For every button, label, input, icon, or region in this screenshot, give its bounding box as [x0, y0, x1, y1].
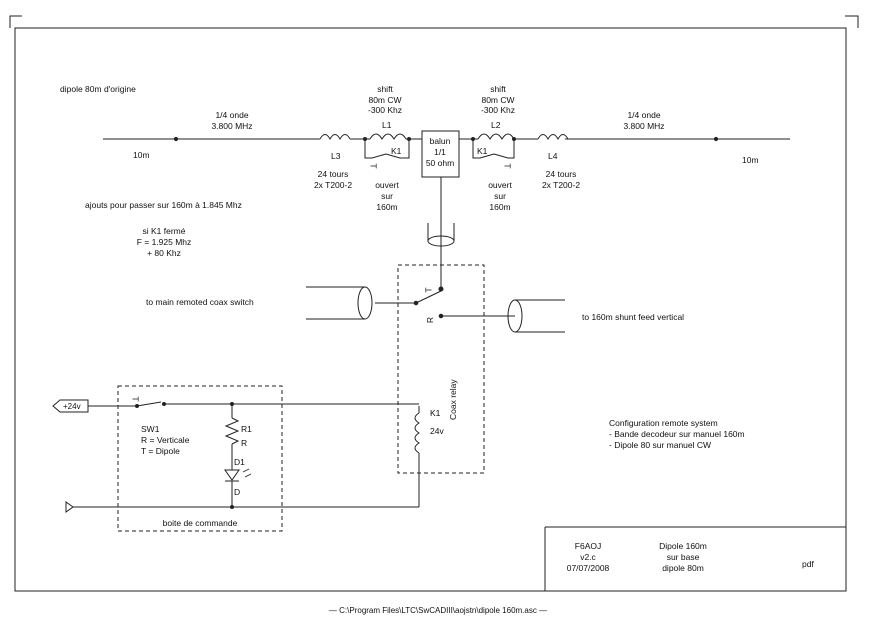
open-right-line1: ouvert — [488, 180, 512, 190]
relay-contact-T: T — [423, 287, 434, 293]
r-label: R — [241, 438, 248, 448]
resistor-R1 — [224, 417, 240, 445]
k1-right-bypass — [472, 139, 515, 159]
balun-line1: balun — [429, 136, 451, 146]
coax-feed-symbol — [427, 223, 455, 247]
coil-left-line2: 2x T200-2 — [313, 180, 353, 190]
right-wire-freq: 3.800 MHz — [623, 121, 665, 131]
sheet-border — [14, 27, 847, 592]
config-line3: - Dipole 80 sur manuel CW — [609, 440, 712, 450]
open-left-line1: ouvert — [375, 180, 399, 190]
coax-left-label: to main remoted coax switch — [146, 297, 254, 307]
additions-note: ajouts pour passer sur 160m à 1.845 Mhz — [85, 200, 242, 210]
right-shift-line2: -300 Khz — [480, 105, 516, 115]
open-right-line3: 160m — [489, 202, 511, 212]
r1-label: R1 — [241, 424, 252, 434]
label-L2: L2 — [491, 120, 501, 130]
title-line2: sur base — [666, 552, 700, 562]
d1-label: D1 — [234, 457, 245, 467]
config-line1: Configuration remote system — [609, 418, 718, 428]
relay-contact-R: R — [425, 316, 436, 324]
antenna-title: dipole 80m d'origine — [60, 84, 136, 94]
config-line2: - Bande decodeur sur manuel 160m — [609, 429, 745, 439]
left-shift-line1: 80m CW — [368, 95, 402, 105]
left-shift-line2: -300 Khz — [367, 105, 403, 115]
left-shift-title: shift — [377, 84, 393, 94]
coil-L3 — [319, 134, 351, 141]
sw1-switch-arm — [136, 401, 162, 407]
antenna-wire — [103, 136, 790, 142]
coax-right-label: to 160m shunt feed vertical — [582, 312, 685, 322]
footer-dash-right: — — [536, 606, 548, 615]
coil-L2 — [477, 133, 515, 140]
title-block-frame — [544, 526, 846, 591]
label-K1-left: K1 — [391, 146, 402, 156]
left-wire-name: 1/4 onde — [215, 110, 249, 120]
relay-coil-K1 — [414, 412, 420, 454]
supply-label: +24v — [63, 402, 81, 411]
coax-right-symbol — [507, 299, 565, 333]
relay-K1-label: K1 — [430, 408, 441, 418]
right-shift-line1: 80m CW — [481, 95, 515, 105]
coax-relay-label: Coax relay — [448, 379, 458, 420]
led-D1 — [224, 469, 240, 481]
relay-switch-arm — [415, 290, 442, 304]
control-box-label: boite de commande — [162, 518, 238, 528]
title-version: v2.c — [580, 552, 596, 562]
coil-L4 — [537, 134, 569, 141]
k1-closed-line3: + 80 Khz — [147, 248, 181, 258]
d-label: D — [234, 487, 241, 497]
sw1-contact-T: T — [130, 396, 141, 402]
label-contact-T-left: T — [368, 163, 379, 169]
label-L4: L4 — [548, 151, 558, 161]
k1-closed-line1: si K1 fermé — [142, 226, 186, 236]
k1-left-bypass — [364, 139, 410, 159]
ground-flag — [65, 501, 74, 513]
right-wire-name: 1/4 onde — [627, 110, 661, 120]
left-wire-length: 10m — [133, 150, 150, 160]
title-date: 07/07/2008 — [566, 563, 610, 573]
label-K1-right: K1 — [477, 146, 488, 156]
footer-path-row: — C:\Program Files\LTC\SwCADIII\aojstn\d… — [329, 606, 547, 616]
balun-line2: 1/1 — [434, 147, 446, 157]
right-shift-title: shift — [490, 84, 506, 94]
coil-right-line1: 24 tours — [545, 169, 577, 179]
label-contact-T-right: T — [502, 163, 513, 169]
right-wire-length: 10m — [742, 155, 759, 165]
control-box — [117, 385, 283, 532]
footer-path: C:\Program Files\LTC\SwCADIII\aojstn\dip… — [339, 606, 537, 615]
balun-line3: 50 ohm — [425, 158, 455, 168]
open-left-line2: sur — [381, 191, 393, 201]
label-L1: L1 — [382, 120, 392, 130]
title-line1: Dipole 160m — [659, 541, 707, 551]
open-left-line3: 160m — [376, 202, 398, 212]
sw1-t-label: T = Dipole — [141, 446, 180, 456]
title-line3: dipole 80m — [662, 563, 704, 573]
corner-marks — [9, 15, 859, 28]
footer-dash-left: — — [328, 606, 340, 615]
sw1-r-label: R = Verticale — [141, 435, 190, 445]
coax-left-symbol — [306, 286, 373, 320]
title-format: pdf — [802, 559, 814, 569]
label-L3: L3 — [331, 151, 341, 161]
k1-closed-line2: F = 1.925 Mhz — [136, 237, 192, 247]
open-right-line2: sur — [494, 191, 506, 201]
coil-L1 — [369, 133, 407, 140]
coil-left-line1: 24 tours — [317, 169, 349, 179]
coil-right-line2: 2x T200-2 — [541, 180, 581, 190]
relay-voltage-label: 24v — [430, 426, 444, 436]
left-wire-freq: 3.800 MHz — [211, 121, 253, 131]
coax-relay-box — [397, 264, 485, 474]
sw1-label: SW1 — [141, 424, 160, 434]
title-author: F6AOJ — [574, 541, 602, 551]
